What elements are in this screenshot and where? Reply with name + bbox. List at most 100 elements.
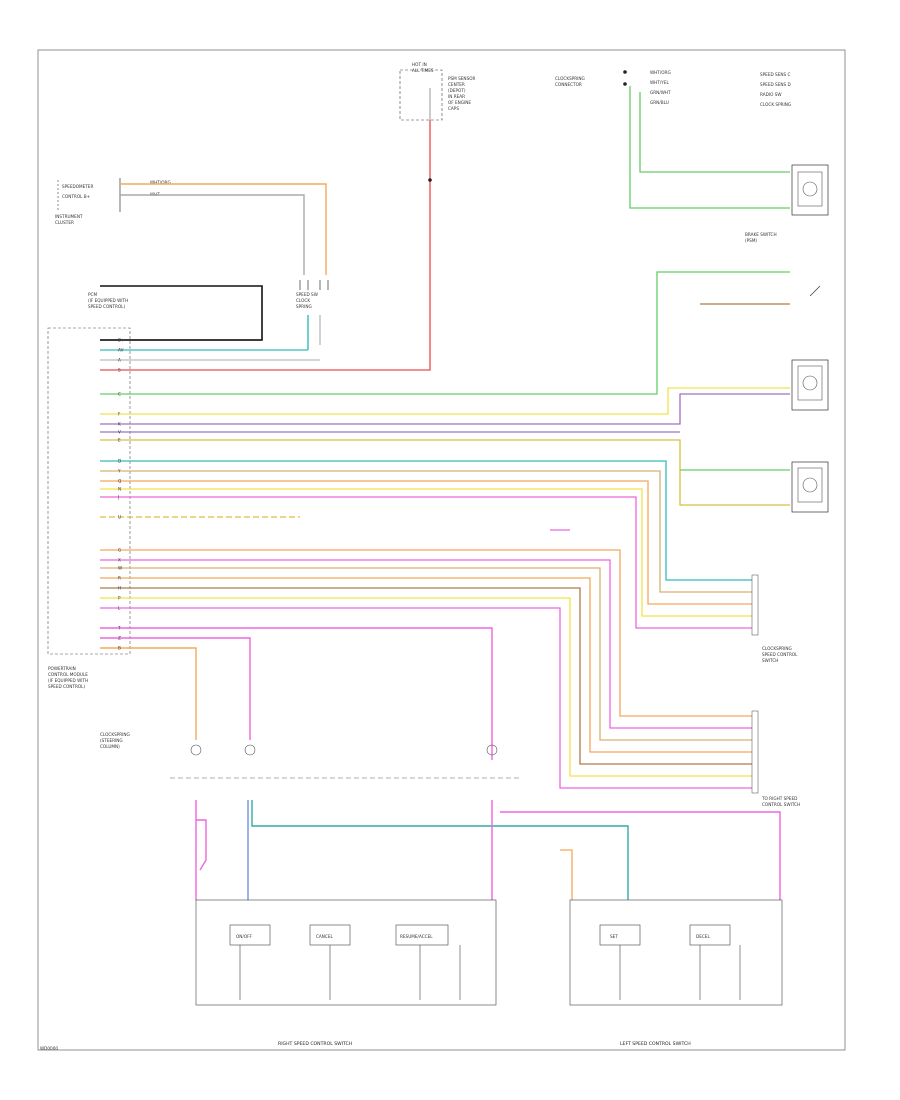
pink-wire-right-lower bbox=[491, 800, 781, 900]
pcm-pin-label: T bbox=[117, 626, 121, 631]
svg-text:WHT/ORG: WHT/ORG bbox=[150, 180, 171, 185]
svg-text:WHT/YEL: WHT/YEL bbox=[650, 80, 669, 85]
pcm-connector: POWERTRAIN CONTROL MODULE (IF EQUIPPED W… bbox=[47, 327, 131, 689]
fuse-block: HOT IN ALL TIMES PSM SENSOR CENTER (DEPO… bbox=[399, 62, 476, 121]
pcm-pin-label: N bbox=[118, 487, 121, 492]
pcm-pin-label: U bbox=[118, 515, 121, 520]
svg-text:CLOCKSPRING: CLOCKSPRING bbox=[762, 646, 792, 651]
svg-text:GRN/BLU: GRN/BLU bbox=[650, 100, 669, 105]
svg-text:SPEED SW: SPEED SW bbox=[296, 292, 318, 297]
svg-text:SPEED CONTROL: SPEED CONTROL bbox=[762, 652, 798, 657]
pcm-pin-label: Q bbox=[118, 479, 122, 484]
svg-text:IN REAR: IN REAR bbox=[448, 94, 465, 99]
button-resume-accel: RESUME/ACCEL bbox=[400, 934, 433, 939]
svg-text:SWITCH: SWITCH bbox=[762, 658, 778, 663]
svg-text:CENTER: CENTER bbox=[448, 82, 465, 87]
button-decel: DECEL bbox=[696, 934, 710, 939]
pcm-pin-label: J bbox=[117, 495, 119, 500]
button-cancel: CANCEL bbox=[316, 934, 333, 939]
pcm-pin-label: Z bbox=[118, 636, 121, 641]
pcm-pin-label: G bbox=[118, 548, 121, 553]
pcm-pin-label: X bbox=[118, 558, 121, 563]
svg-text:SPEED CONTROL): SPEED CONTROL) bbox=[48, 684, 85, 689]
svg-text:COLUMN): COLUMN) bbox=[100, 744, 120, 749]
pcm-pin-label: K bbox=[118, 422, 121, 427]
right-speaker-1 bbox=[791, 164, 829, 216]
pcm-pin-label: F bbox=[118, 412, 121, 417]
pink-wire-lower bbox=[195, 800, 207, 900]
green-wire-top-2 bbox=[639, 92, 790, 173]
svg-text:CLOCKSPRING: CLOCKSPRING bbox=[555, 76, 585, 81]
svg-text:(PSM): (PSM) bbox=[745, 238, 757, 243]
diagram-frame bbox=[37, 49, 846, 1051]
svg-text:POWERTRAIN: POWERTRAIN bbox=[48, 666, 76, 671]
pcm-pin-label: A bbox=[118, 358, 121, 363]
footer-code: WD0000 bbox=[40, 1046, 58, 1051]
svg-text:CONTROL SWITCH: CONTROL SWITCH bbox=[762, 802, 800, 807]
right-switch-label: RIGHT SPEED CONTROL SWITCH bbox=[278, 1041, 352, 1047]
pcm-pin-label: H bbox=[118, 586, 121, 591]
right-speed-control-switch: ON/OFF CANCEL RESUME/ACCEL RIGHT SPEED C… bbox=[195, 899, 497, 1047]
top-right-connector: CLOCKSPRING CONNECTOR WHT/ORG WHT/YEL GR… bbox=[555, 70, 791, 107]
svg-text:CONNECTOR: CONNECTOR bbox=[555, 82, 582, 87]
teal-wire-lower bbox=[251, 800, 629, 900]
svg-text:SPEED CONTROL): SPEED CONTROL) bbox=[88, 304, 125, 309]
orange-wire-cluster bbox=[120, 183, 327, 275]
svg-text:PCM: PCM bbox=[88, 292, 97, 297]
pcm-pin-label: R bbox=[118, 576, 121, 581]
pcm-pin-label: B+ bbox=[118, 338, 125, 343]
green-wire-top bbox=[629, 86, 790, 209]
right-speaker-3 bbox=[791, 461, 829, 513]
left-switch-label: LEFT SPEED CONTROL SWITCH bbox=[620, 1041, 691, 1047]
splice-red bbox=[428, 178, 432, 182]
pcm-pin-label: Y bbox=[117, 469, 121, 474]
svg-text:SPRING: SPRING bbox=[296, 304, 312, 309]
left-speed-control-switch: SET DECEL LEFT SPEED CONTROL SWITCH bbox=[569, 899, 783, 1047]
orange-wire-lower bbox=[560, 849, 573, 900]
pcm-pin-label: W bbox=[118, 566, 122, 571]
pcm-pin-label: B bbox=[118, 646, 121, 651]
pcm-pin-label: S bbox=[118, 368, 121, 373]
pcm-pin-label: V bbox=[118, 430, 121, 435]
button-on-off: ON/OFF bbox=[236, 934, 253, 939]
center-connector: SPEED SW CLOCK SPRING bbox=[296, 280, 329, 309]
svg-text:SPEEDOMETER: SPEEDOMETER bbox=[62, 184, 93, 189]
button-set: SET bbox=[610, 934, 618, 939]
pcm-pin-label: AV bbox=[118, 348, 124, 353]
svg-text:CLOCK: CLOCK bbox=[296, 298, 310, 303]
svg-text:(IF EQUIPPED WITH: (IF EQUIPPED WITH bbox=[88, 298, 128, 303]
svg-text:(STEERING: (STEERING bbox=[100, 738, 123, 743]
pcm-pin-label: C bbox=[118, 392, 121, 397]
pcm-pin-label: P bbox=[118, 596, 121, 601]
svg-text:WHT/ORG: WHT/ORG bbox=[650, 70, 671, 75]
pcm-pin-label: E bbox=[118, 438, 121, 443]
svg-text:CLOCK SPRING: CLOCK SPRING bbox=[760, 102, 791, 107]
svg-text:CLUSTER: CLUSTER bbox=[55, 220, 74, 225]
svg-text:RADIO SW: RADIO SW bbox=[760, 92, 782, 97]
svg-text:CAPS: CAPS bbox=[448, 106, 459, 111]
orange-wire-drop bbox=[100, 647, 197, 740]
svg-text:CONTROL MODULE: CONTROL MODULE bbox=[48, 672, 88, 677]
clockspring-bulbs: CLOCKSPRING (STEERING COLUMN) bbox=[100, 732, 498, 756]
svg-text:GRN/WHT: GRN/WHT bbox=[650, 90, 671, 95]
svg-text:CLOCKSPRING: CLOCKSPRING bbox=[100, 732, 130, 737]
pcm-pin-label: L bbox=[118, 606, 121, 611]
brake-switch: BRAKE SWITCH (PSM) bbox=[700, 232, 821, 305]
pcm-pin-label: D bbox=[118, 459, 121, 464]
svg-text:(DEPOT): (DEPOT) bbox=[448, 88, 466, 93]
svg-text:TO RIGHT SPEED: TO RIGHT SPEED bbox=[761, 796, 797, 801]
svg-text:ALL TIMES: ALL TIMES bbox=[412, 68, 434, 73]
svg-text:INSTRUMENT: INSTRUMENT bbox=[55, 214, 83, 219]
right-terminals: CLOCKSPRING SPEED CONTROL SWITCH TO RIGH… bbox=[751, 574, 800, 807]
svg-text:CONTROL B+: CONTROL B+ bbox=[62, 194, 91, 199]
svg-text:HOT IN: HOT IN bbox=[412, 62, 427, 67]
svg-text:BRAKE SWITCH: BRAKE SWITCH bbox=[745, 232, 777, 237]
pink-wire-drop bbox=[100, 627, 493, 760]
pink-wire-drop-2 bbox=[100, 637, 251, 740]
svg-text:(IF EQUIPPED WITH: (IF EQUIPPED WITH bbox=[48, 678, 88, 683]
gray-wire-cluster bbox=[120, 194, 305, 275]
cluster-connector: SPEEDOMETER CONTROL B+ INSTRUMENT CLUSTE… bbox=[55, 178, 171, 225]
harness-wires bbox=[100, 271, 790, 789]
